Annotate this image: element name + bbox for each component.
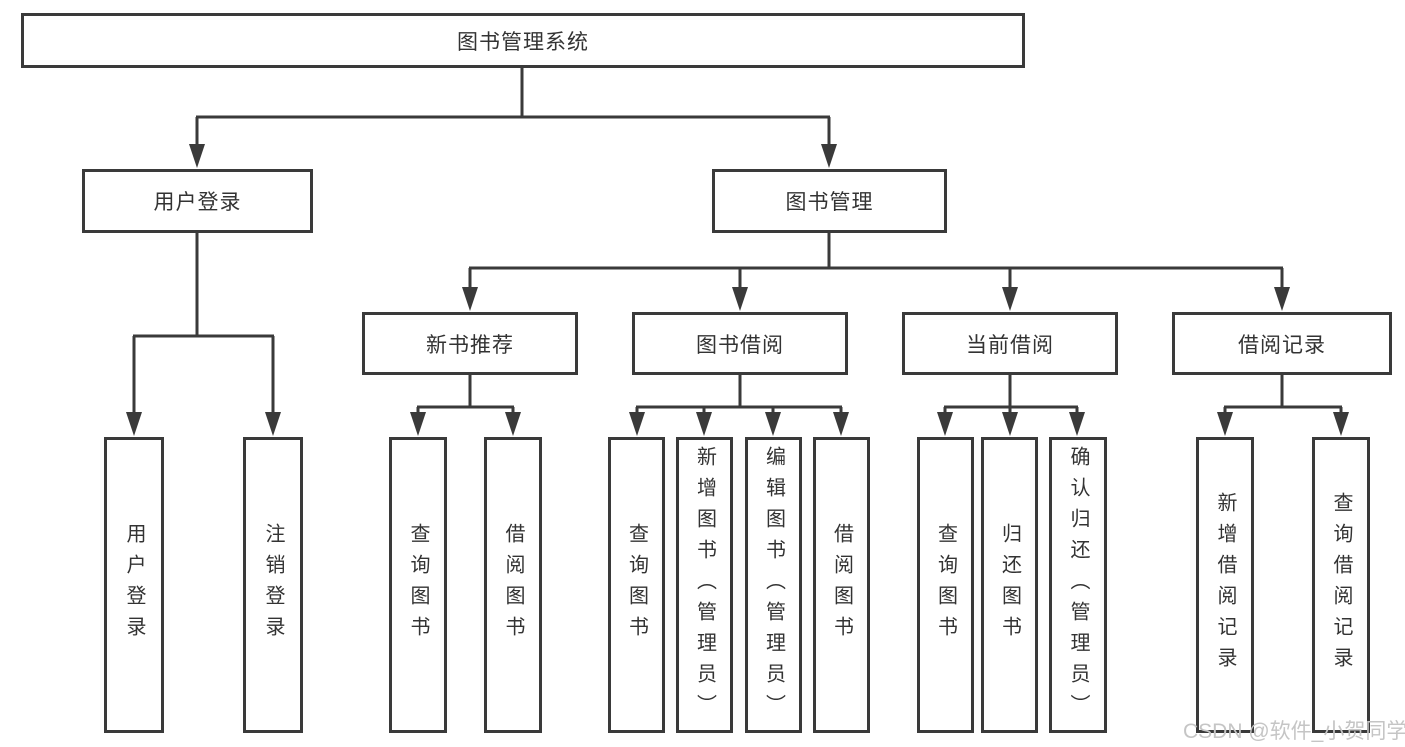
leaf-query-borrow-record: 查询借阅记录 (1312, 437, 1370, 733)
leaf-query-books-borrowing: 查询图书 (608, 437, 665, 733)
leaf-edit-books-admin: 编辑图书（管理员） (745, 437, 802, 733)
node-book-borrowing: 图书借阅 (632, 312, 848, 375)
leaf-add-books-admin: 新增图书（管理员） (676, 437, 733, 733)
leaf-query-books-recommend: 查询图书 (389, 437, 447, 733)
node-library-system: 图书管理系统 (21, 13, 1025, 68)
leaf-add-borrow-record: 新增借阅记录 (1196, 437, 1254, 733)
leaf-confirm-return-admin: 确认归还（管理员） (1049, 437, 1107, 733)
leaf-borrow-books-recommend: 借阅图书 (484, 437, 542, 733)
leaf-query-books-current: 查询图书 (917, 437, 974, 733)
node-user-login: 用户登录 (82, 169, 313, 233)
leaf-user-login: 用户登录 (104, 437, 164, 733)
leaf-borrow-books-borrowing: 借阅图书 (813, 437, 870, 733)
node-new-book-recommendation: 新书推荐 (362, 312, 578, 375)
arrowheads (126, 144, 1349, 436)
node-book-management: 图书管理 (712, 169, 947, 233)
node-current-borrowing: 当前借阅 (902, 312, 1118, 375)
node-borrowing-records: 借阅记录 (1172, 312, 1392, 375)
leaf-return-books: 归还图书 (981, 437, 1038, 733)
watermark: CSDN @软件_小贺同学 (1183, 720, 1405, 743)
leaf-logout: 注销登录 (243, 437, 303, 733)
